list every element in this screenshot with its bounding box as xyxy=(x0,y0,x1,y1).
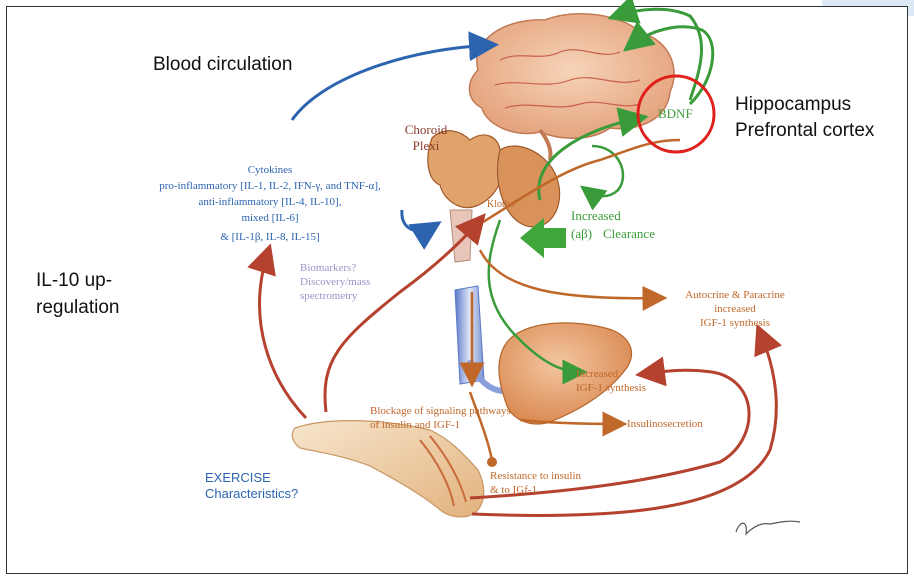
choroid-label: Choroid xyxy=(396,122,456,138)
klotho-label: Klotho xyxy=(487,199,515,210)
blood-circulation-arrow xyxy=(292,45,490,120)
igf-synthesis-line1: Increased xyxy=(576,368,618,380)
bdnf-label: BDNF xyxy=(658,106,693,122)
cytokines-title: Cytokines xyxy=(120,164,420,176)
cytokines-anti-inflammatory: anti-inflammatory [IL-4, IL-10], xyxy=(120,196,420,208)
biomarkers-line3: spectrometry xyxy=(300,290,357,302)
il10-label-line2: regulation xyxy=(36,297,119,319)
blood-circulation-label: Blood circulation xyxy=(153,54,292,76)
insulinosecretion-label: Insulinosecretion xyxy=(627,418,703,430)
cytokines-pro-inflammatory: pro-inflammatory [IL-1, IL-2, IFN-γ, and… xyxy=(120,180,420,192)
prefrontal-cortex-label: Prefrontal cortex xyxy=(735,120,874,142)
cytokines-other: & [IL-1β, IL-8, IL-15] xyxy=(120,231,420,243)
autocrine-arrow xyxy=(480,250,660,298)
leg-illustration xyxy=(292,421,483,517)
blockage-line2: of insulin and IGF-1 xyxy=(370,419,460,431)
autocrine-line3: IGF-1 synthesis xyxy=(675,317,795,329)
clearance-label: Clearance xyxy=(603,226,655,242)
autocrine-line1: Autocrine & Paracrine xyxy=(675,289,795,301)
artist-signature xyxy=(736,521,800,534)
increased-label: Increased xyxy=(571,208,621,224)
hippocampus-label: Hippocampus xyxy=(735,94,851,116)
biomarkers-line1: Biomarkers? xyxy=(300,262,356,274)
resistance-dot xyxy=(487,457,497,467)
resistance-line xyxy=(470,392,492,460)
plexi-label: Plexi xyxy=(396,138,456,154)
cytokines-mixed: mixed [IL-6] xyxy=(120,212,420,224)
il10-label-line1: IL-10 up- xyxy=(36,270,112,292)
resistance-line2: & to IGf-1 xyxy=(490,484,537,496)
biomarkers-line2: Discovery/mass xyxy=(300,276,370,288)
autocrine-line2: increased xyxy=(675,303,795,315)
ab-label: (aβ) xyxy=(571,226,592,242)
resistance-line1: Resistance to insulin xyxy=(490,470,581,482)
blockage-line1: Blockage of signaling pathways xyxy=(370,405,511,417)
exercise-label: EXERCISE xyxy=(205,470,271,485)
exercise-characteristics-label: Characteristics? xyxy=(205,486,298,501)
igf-synthesis-line2: IGF-1 synthesis xyxy=(576,382,646,394)
